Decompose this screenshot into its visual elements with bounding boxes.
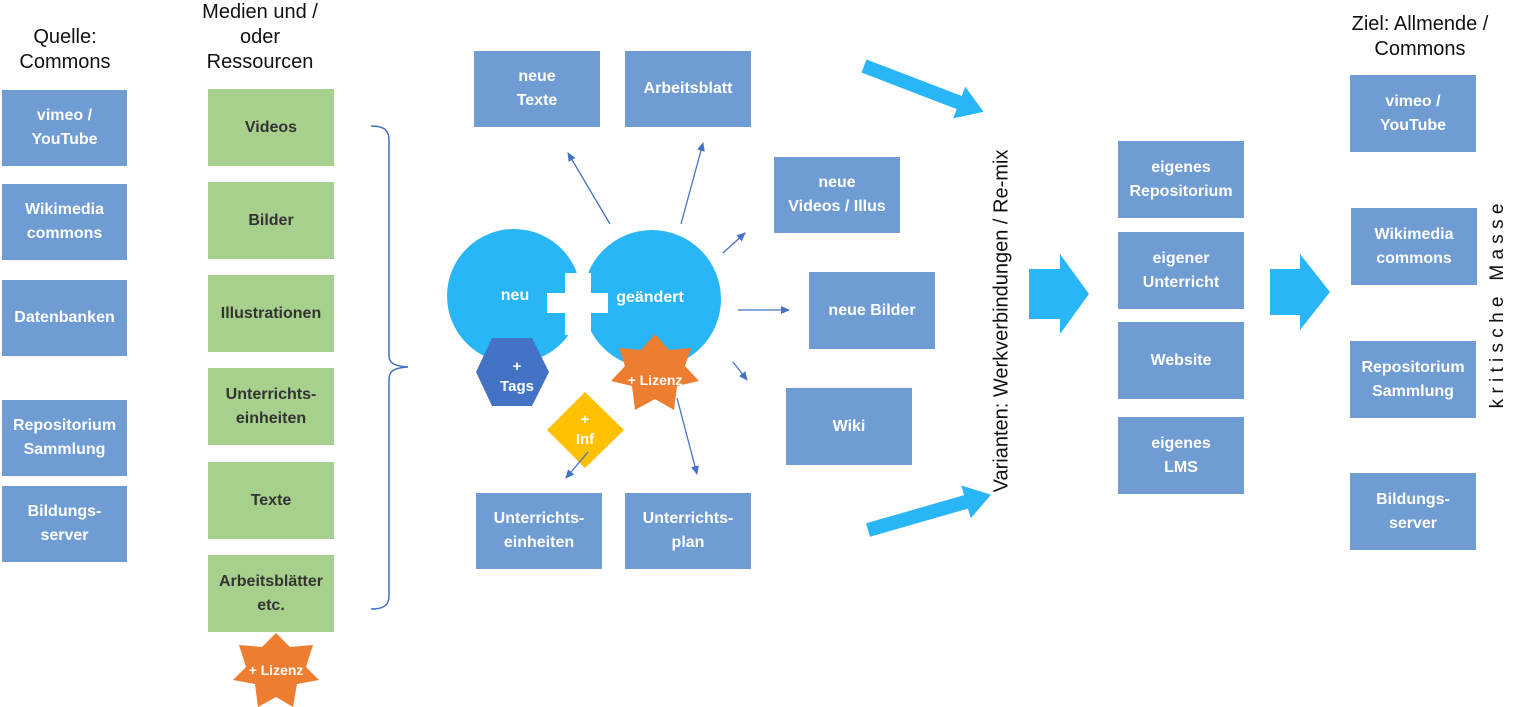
arrow-to-neue-videos bbox=[722, 232, 746, 254]
circle-geaendert-label: geändert bbox=[616, 289, 684, 307]
target-eigener-unterricht: eigener Unterricht bbox=[1118, 232, 1244, 309]
source-item-vimeo-youtube: vimeo / YouTube bbox=[2, 90, 127, 166]
source-item-datenbanken: Datenbanken bbox=[2, 280, 127, 356]
license-badge-bottom-label: + Lizenz bbox=[248, 661, 304, 678]
media-item-videos: Videos bbox=[208, 89, 334, 166]
license-star-center bbox=[611, 334, 699, 410]
inf-diamond bbox=[547, 392, 624, 468]
circle-geaendert bbox=[583, 230, 721, 368]
big-arrow-to-goal bbox=[1270, 254, 1330, 330]
output-wiki: Wiki bbox=[786, 388, 912, 465]
arrow-to-neue-texte bbox=[567, 152, 611, 225]
media-item-illustrationen: Illustrationen bbox=[208, 275, 334, 352]
source-item-wikimedia: Wikimedia commons bbox=[2, 184, 127, 260]
goal-item-vimeo-youtube: vimeo / YouTube bbox=[1350, 75, 1476, 152]
goal-heading: Ziel: Allmende / Commons bbox=[1351, 13, 1489, 60]
tags-hexagon bbox=[476, 338, 549, 406]
license-badge-center-label: + Lizenz bbox=[627, 371, 683, 388]
big-arrow-top bbox=[861, 59, 984, 119]
target-website: Website bbox=[1118, 322, 1244, 399]
grouping-brace bbox=[370, 125, 409, 610]
goal-item-bildungsserver: Bildungs- server bbox=[1350, 473, 1476, 550]
media-item-arbeitsblaetter: Arbeitsblätter etc. bbox=[208, 555, 334, 632]
circle-neu bbox=[447, 229, 581, 363]
variants-label: Varianten: Werkverbindungen / Re-mix bbox=[990, 149, 1013, 493]
media-item-unterrichtseinheiten: Unterrichts- einheiten bbox=[208, 368, 334, 445]
output-neue-texte: neue Texte bbox=[474, 51, 600, 127]
output-unterrichtsplan: Unterrichts- plan bbox=[625, 493, 751, 569]
source-heading: Quelle: Commons bbox=[19, 26, 111, 73]
arrow-to-wiki bbox=[732, 361, 748, 381]
output-neue-videos-illus: neue Videos / Illus bbox=[774, 157, 900, 233]
media-item-texte: Texte bbox=[208, 462, 334, 539]
arrow-to-arbeitsblatt bbox=[680, 142, 705, 225]
tags-badge-label: + Tags bbox=[500, 357, 534, 395]
plus-symbol bbox=[547, 273, 608, 335]
output-arbeitsblatt: Arbeitsblatt bbox=[625, 51, 751, 127]
source-item-repositorium: Repositorium Sammlung bbox=[2, 400, 127, 476]
critical-mass-label: k r i t i s c h e M a s s e bbox=[1487, 203, 1508, 409]
output-neue-bilder: neue Bilder bbox=[809, 272, 935, 349]
big-arrow-to-targets bbox=[1029, 254, 1089, 334]
source-item-bildungsserver: Bildungs- server bbox=[2, 486, 127, 562]
arrow-to-unterrichtsplan bbox=[676, 397, 699, 475]
target-eigenes-lms: eigenes LMS bbox=[1118, 417, 1244, 494]
media-item-bilder: Bilder bbox=[208, 182, 334, 259]
arrow-to-unterrichtseinheiten bbox=[565, 451, 589, 479]
big-arrow-bottom bbox=[866, 485, 992, 537]
output-unterrichtseinheiten: Unterrichts- einheiten bbox=[476, 493, 602, 569]
goal-item-wikimedia: Wikimedia commons bbox=[1351, 208, 1477, 285]
license-star-bottom bbox=[233, 633, 319, 707]
media-heading: Medien und / oder Ressourcen bbox=[202, 1, 318, 73]
circle-neu-label: neu bbox=[500, 287, 530, 305]
inf-badge-label: + Inf bbox=[575, 410, 595, 448]
target-eigenes-repositorium: eigenes Repositorium bbox=[1118, 141, 1244, 218]
goal-item-repositorium: Repositorium Sammlung bbox=[1350, 341, 1476, 418]
